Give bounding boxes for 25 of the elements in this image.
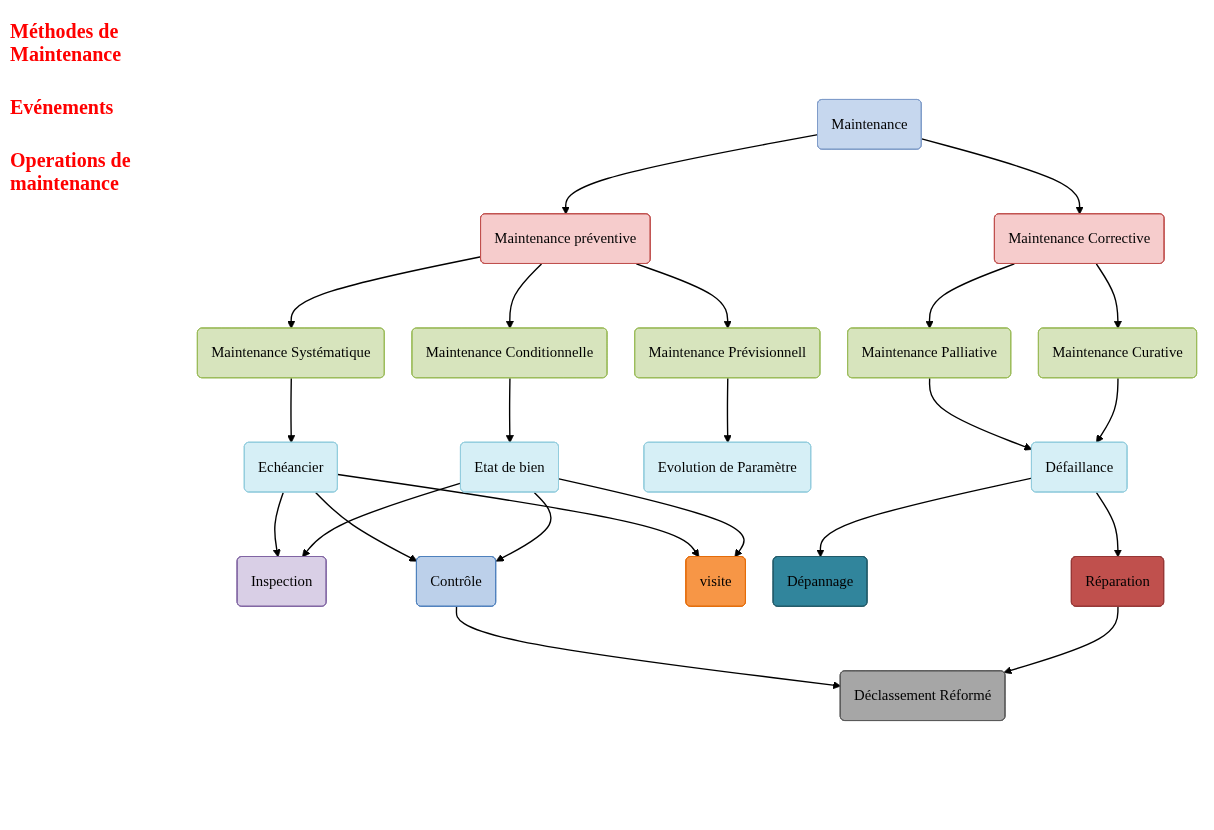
arrow — [337, 473, 700, 558]
arrow — [505, 377, 514, 444]
arrow — [287, 256, 482, 329]
arrow — [302, 482, 462, 558]
arrow — [1095, 263, 1122, 329]
arrow — [287, 377, 296, 444]
arrow — [723, 377, 732, 444]
section-label: Operations de maintenance — [10, 149, 132, 195]
section-label: Evénements — [10, 96, 115, 119]
arrow — [505, 263, 543, 329]
arrow — [1095, 491, 1122, 558]
arrow — [1096, 377, 1119, 444]
arrow — [925, 263, 1016, 329]
arrow — [561, 133, 819, 215]
arrow — [921, 138, 1084, 215]
arrow — [455, 606, 842, 690]
arrow — [928, 377, 1033, 451]
arrow — [314, 491, 418, 562]
arrow — [1003, 606, 1119, 675]
arrow — [272, 491, 284, 558]
section-label: Méthodes de Maintenance — [10, 20, 123, 66]
arrow — [495, 491, 552, 562]
arrow — [558, 478, 745, 558]
arrow — [635, 263, 732, 329]
arrow — [816, 477, 1033, 558]
